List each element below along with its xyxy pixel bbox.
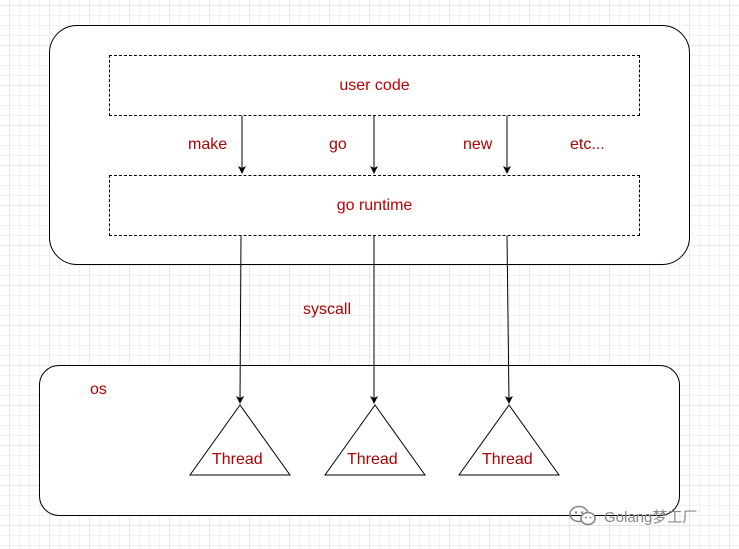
call-label-new: new <box>463 136 493 153</box>
user-code-label: user code <box>339 76 410 94</box>
arrow-thread-1 <box>236 235 245 404</box>
call-label-make: make <box>188 136 228 153</box>
wechat-icon <box>569 505 596 526</box>
thread-label-2: Thread <box>347 451 398 468</box>
thread-label-3: Thread <box>482 451 533 468</box>
arrow-thread-3 <box>504 235 513 404</box>
user-code-box: user code <box>109 55 640 116</box>
call-label-go: go <box>329 136 347 153</box>
watermark-text: Golang梦工厂 <box>604 508 698 526</box>
watermark: Golang梦工厂 <box>568 504 697 528</box>
go-runtime-box: go runtime <box>109 175 640 236</box>
thread-triangle-1 <box>189 404 291 476</box>
thread-triangle-2 <box>324 404 426 476</box>
thread-triangle-3 <box>458 404 560 476</box>
os-label: os <box>90 381 107 398</box>
syscall-label: syscall <box>303 301 352 318</box>
call-label-etc: etc... <box>570 136 605 153</box>
thread-label-1: Thread <box>212 451 263 468</box>
go-runtime-label: go runtime <box>336 196 413 214</box>
